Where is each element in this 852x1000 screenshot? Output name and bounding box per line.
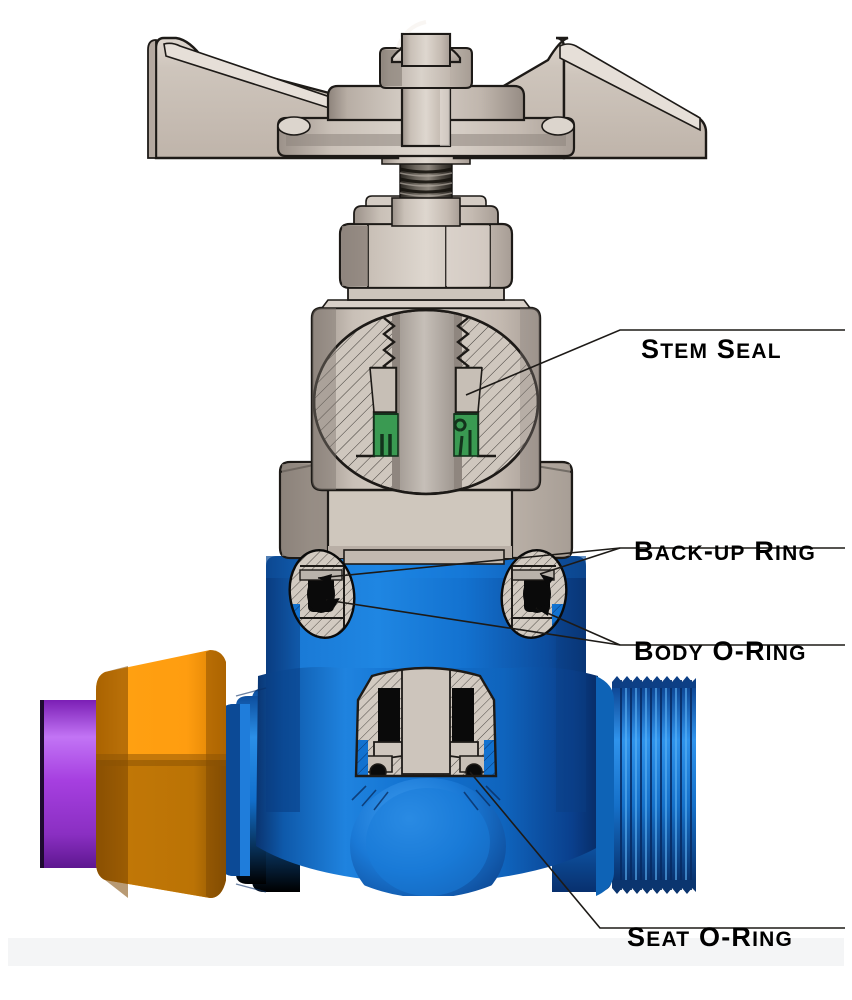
body-o-ring-leader-left: [325, 599, 621, 646]
handle-right-bevel: [559, 43, 701, 132]
packing-nut-right-facet: [446, 226, 490, 286]
thread-shoulder: [596, 676, 614, 896]
body-boss-highlight: [366, 788, 490, 896]
back-up-ring-leader-right: [539, 547, 621, 575]
stem-shank-lower: [391, 197, 461, 227]
packing-washer: [347, 287, 505, 301]
seat-o-ring-left: [369, 763, 387, 776]
arm-groove-1: [235, 687, 267, 697]
seat-center-plug: [401, 668, 451, 775]
seat-o-ring-leader: [469, 771, 845, 929]
bonnet-cut-outline: [312, 308, 540, 496]
back-up-ring-arrow-left: [318, 574, 332, 584]
body-left-shade: [266, 556, 300, 812]
packing-nut-left-facet: [342, 226, 368, 286]
stem-seal-green-right: [453, 413, 479, 457]
body-inlet-collar-shade: [222, 704, 240, 876]
detail-bubble-left-outline: [288, 549, 356, 639]
packing-recess-left: [369, 367, 397, 413]
stem-seal-leader: [465, 329, 845, 396]
inlet-sleeve-edge: [40, 700, 44, 868]
callout-layer: STEM SEAL BACK-UP RING BODY O-RING SEAT …: [317, 329, 845, 952]
body-o-ring-label: BODY O-RING: [634, 636, 807, 666]
thread-crest-bottom: [612, 880, 696, 894]
stem-seal-label: STEM SEAL: [641, 334, 782, 364]
callout-back-up-ring[interactable]: BACK-UP RING: [317, 536, 845, 586]
thread-crest-top: [612, 676, 696, 688]
stem-threaded-section: [399, 162, 453, 200]
inlet-orange-nut-shadow: [96, 760, 226, 898]
body-o-ring-arrow-left: [326, 598, 340, 608]
body-o-ring-arrow-right: [536, 604, 550, 616]
inlet-nut-right-face: [206, 650, 226, 898]
bottom-band: [8, 938, 844, 966]
handle-boss-left: [277, 116, 311, 136]
bonnet-section-cut: [314, 310, 538, 494]
handle-wing-left-outer: [147, 39, 157, 159]
seat-o-ring-right: [465, 763, 483, 776]
handle-boss-right: [541, 116, 575, 136]
bonnet-top-chamfer: [320, 299, 532, 309]
seat-section-outline: [354, 666, 498, 778]
seat-seal-right: [452, 688, 474, 744]
back-up-ring-leader-left: [317, 547, 621, 579]
bonnet-sectioned: [310, 299, 542, 496]
stem-square-over-dome: [401, 33, 451, 67]
callout-stem-seal[interactable]: STEM SEAL: [465, 329, 845, 396]
packing-hex-nut: [338, 195, 514, 301]
body-o-ring-leader-right: [535, 607, 621, 646]
bonnet-left-shade: [312, 308, 336, 490]
seat-section: [351, 666, 501, 811]
callout-body-o-ring[interactable]: BODY O-RING: [325, 598, 845, 666]
seat-o-ring-label: SEAT O-RING: [627, 922, 793, 952]
callout-seat-o-ring[interactable]: SEAT O-RING: [469, 771, 845, 952]
back-up-ring-label: BACK-UP RING: [634, 536, 816, 566]
stem-seal-green-left: [373, 413, 399, 457]
inlet-nut-midline: [96, 754, 226, 766]
body-bottom-crop2: [352, 880, 504, 932]
arm-groove-2: [235, 883, 267, 893]
seat-seal-left: [378, 688, 400, 744]
bonnet-spigot: [343, 549, 505, 565]
seat-hatch-feathers: [351, 785, 501, 811]
inlet-nut-left-face: [96, 666, 128, 898]
stem-and-handle-assembly: [147, 20, 708, 227]
packing-recess-right: [455, 367, 483, 413]
back-up-ring-arrow-right: [540, 574, 554, 586]
outlet-male-thread: [612, 676, 696, 894]
bonnet-right-shade: [520, 308, 540, 490]
detail-bubble-right-outline: [500, 549, 568, 639]
inlet-coupling-assembly: [40, 650, 226, 898]
dome-specular: [396, 20, 427, 49]
